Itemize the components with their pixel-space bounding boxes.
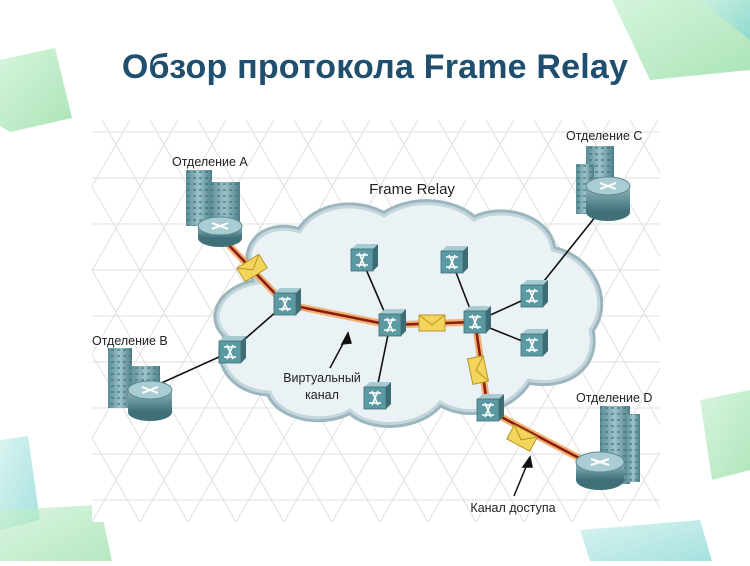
- frame-relay-switch-icon: [378, 309, 406, 337]
- branch-building-c: [576, 146, 631, 221]
- frame-relay-switch-icon: [218, 336, 246, 364]
- cloud-label: Frame Relay: [369, 181, 455, 198]
- slide-title: Обзор протокола Frame Relay: [121, 48, 629, 86]
- branch-building-b: [108, 348, 173, 421]
- frame-relay-switch-icon: [463, 306, 491, 334]
- virtual-circuit-label-line2: канал: [305, 388, 339, 402]
- frame-relay-switch-icon: [350, 244, 378, 272]
- frame-relay-switch-icon: [520, 329, 548, 357]
- frame-envelope-icon: [418, 314, 446, 332]
- frame-relay-switch-icon: [440, 246, 468, 274]
- diagram-labels: Frame Relay Отделение A Отделение B Отде…: [92, 129, 652, 515]
- branch-a-label: Отделение A: [172, 155, 248, 169]
- branch-building-a: [186, 170, 243, 247]
- frame-envelope-icon: [466, 355, 490, 385]
- virtual-circuit-label-line1: Виртуальный: [283, 371, 361, 385]
- branch-b-label: Отделение B: [92, 334, 168, 348]
- branch-c-label: Отделение C: [566, 129, 642, 143]
- frame-relay-switches: [218, 244, 548, 422]
- frame-relay-switch-icon: [273, 288, 301, 316]
- access-link-label: Канал доступа: [470, 501, 555, 515]
- frame-envelope-icon: [506, 424, 538, 452]
- link-b-access: [156, 351, 231, 386]
- frame-relay-switch-icon: [476, 394, 504, 422]
- frame-relay-cloud: [213, 199, 604, 428]
- branch-building-d: [575, 406, 640, 490]
- branch-d-label: Отделение D: [576, 391, 652, 405]
- frame-envelopes: [236, 253, 538, 452]
- annotation-arrows: [329, 331, 533, 497]
- frame-envelope-icon: [236, 253, 268, 283]
- frame-relay-switch-icon: [520, 280, 548, 308]
- frame-relay-switch-icon: [363, 382, 391, 410]
